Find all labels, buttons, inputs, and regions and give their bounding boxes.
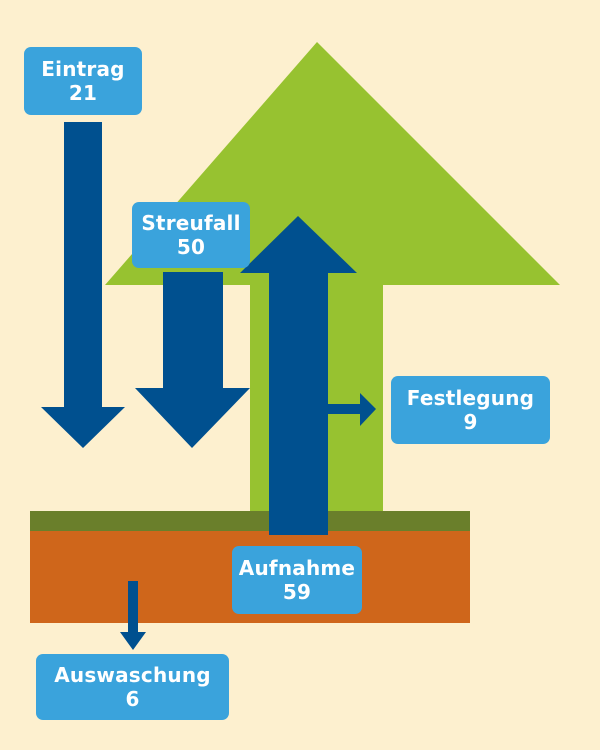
- aufnahme-name: Aufnahme: [238, 556, 356, 580]
- auswaschung-arrow: [120, 581, 146, 650]
- festlegung-name: Festlegung: [406, 386, 535, 410]
- eintrag-name: Eintrag: [41, 57, 125, 81]
- eintrag-value: 21: [68, 81, 98, 105]
- auswaschung-value: 6: [125, 687, 140, 711]
- eintrag-label: Eintrag 21: [24, 47, 142, 115]
- aufnahme-arrow: [240, 216, 357, 535]
- tree-shape: [105, 42, 560, 515]
- festlegung-arrow: [328, 393, 376, 426]
- festlegung-label: Festlegung 9: [391, 376, 550, 444]
- streufall-name: Streufall: [141, 211, 241, 235]
- streufall-label: Streufall 50: [132, 202, 250, 268]
- aufnahme-label: Aufnahme 59: [232, 546, 362, 614]
- aufnahme-value: 59: [282, 580, 312, 604]
- auswaschung-name: Auswaschung: [54, 663, 211, 687]
- auswaschung-label: Auswaschung 6: [36, 654, 229, 720]
- eintrag-arrow: [41, 122, 125, 448]
- streufall-value: 50: [176, 235, 206, 259]
- festlegung-value: 9: [463, 410, 478, 434]
- grass-layer: [30, 511, 470, 531]
- streufall-arrow: [135, 272, 250, 448]
